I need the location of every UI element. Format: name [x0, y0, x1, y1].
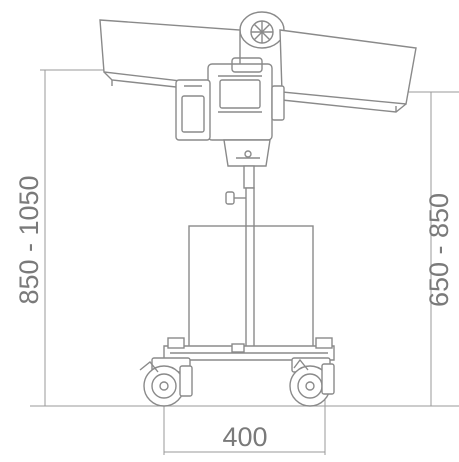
mount-collar: [223, 139, 271, 167]
control-housing: [175, 57, 285, 167]
trolley-frame: [163, 225, 335, 361]
left-height-label: 850 - 1050: [14, 175, 44, 304]
pole-lower: [245, 187, 255, 349]
pole-upper: [243, 165, 255, 189]
height-clamp-knob: [225, 191, 235, 205]
right-caster-wheel: [289, 357, 335, 407]
right-height-label: 650 - 850: [424, 193, 454, 307]
light-panel: [99, 11, 417, 113]
telescopic-pole: [225, 165, 255, 349]
battery-box: [175, 79, 211, 141]
panel-right-wing: [279, 29, 417, 105]
left-caster-wheel: [139, 357, 193, 407]
width-label: 400: [222, 422, 267, 452]
